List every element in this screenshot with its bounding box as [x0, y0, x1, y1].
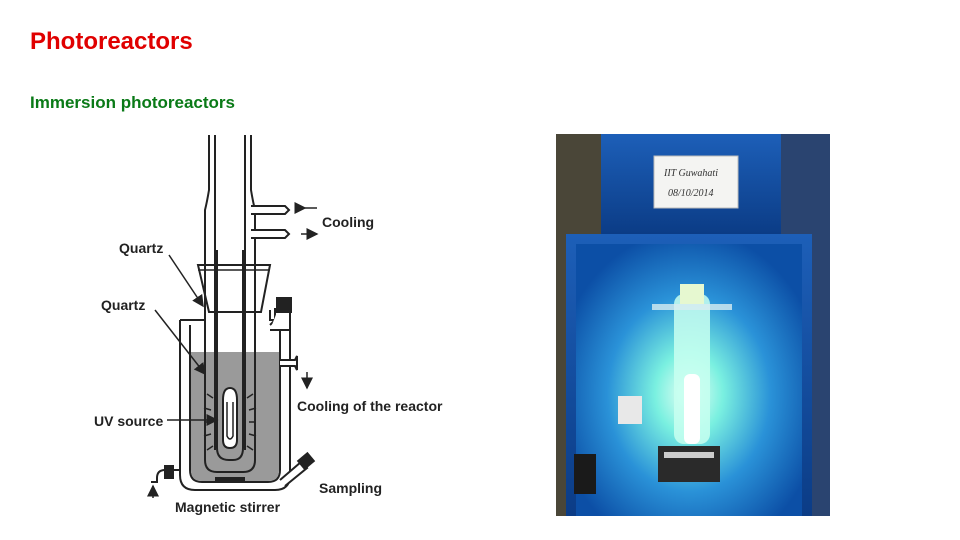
photoreactor-diagram: Cooling Quartz Quartz Cooling of the rea…	[94, 135, 443, 515]
uv-lamp	[203, 386, 257, 451]
stir-bar	[215, 477, 245, 481]
quartz-well	[216, 250, 244, 461]
slide-subtitle: Immersion photoreactors	[30, 93, 235, 112]
ground-joint	[196, 264, 272, 313]
label-cooling-reactor: Cooling of the reactor	[297, 398, 443, 414]
cooling-tube	[204, 135, 256, 473]
photoreactor-photo: IIT Guwahati 08/10/2014	[556, 134, 830, 516]
label-quartz-inner: Quartz	[101, 297, 145, 313]
label-text-line1: IIT Guwahati	[663, 168, 718, 179]
label-sampling: Sampling	[319, 480, 382, 496]
jacket-inlet	[151, 465, 180, 483]
sampling-port	[279, 451, 316, 487]
side-port	[270, 297, 292, 331]
label-text-line2: 08/10/2014	[668, 188, 714, 199]
label-magnetic-stirrer: Magnetic stirrer	[175, 499, 281, 515]
label-cooling: Cooling	[322, 214, 374, 230]
handwritten-label	[653, 155, 739, 209]
reactor-glass	[674, 294, 710, 444]
cooling-ports	[251, 205, 291, 239]
slide-title: Photoreactors	[30, 28, 193, 55]
label-uv-source: UV source	[94, 413, 163, 429]
stirrer-base	[658, 446, 720, 482]
label-quartz-outer: Quartz	[119, 240, 163, 256]
jacket-outlet	[280, 355, 298, 371]
